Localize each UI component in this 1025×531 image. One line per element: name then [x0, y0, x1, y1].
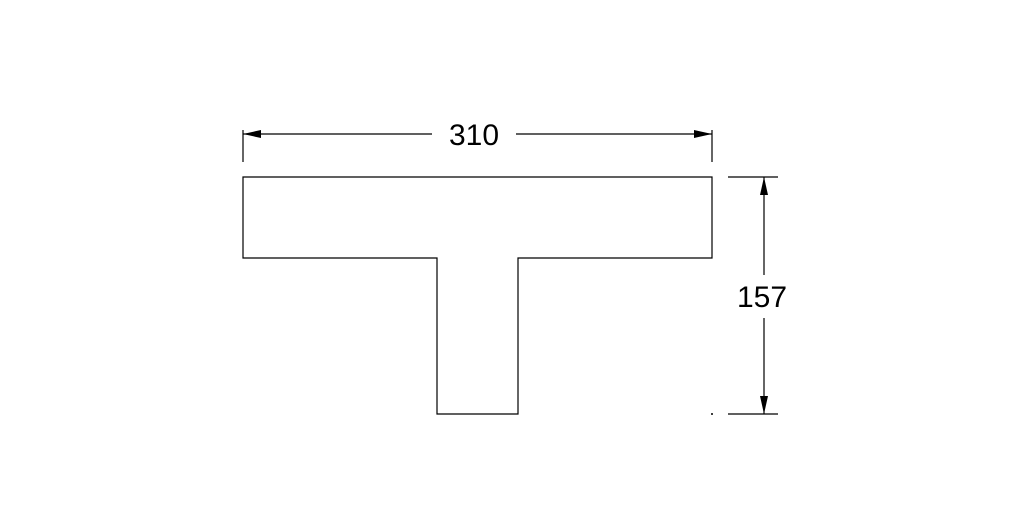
width-arrowhead-right — [694, 130, 712, 138]
width-dimension: 310 — [242, 119, 713, 162]
height-dimension: 157 — [728, 176, 787, 415]
t-profile-outline — [242, 176, 713, 415]
stray-point — [711, 413, 713, 415]
width-arrowhead-left — [243, 130, 261, 138]
height-arrowhead-top — [760, 177, 768, 195]
height-arrowhead-bottom — [760, 396, 768, 414]
height-dimension-label: 157 — [737, 281, 787, 314]
width-dimension-label: 310 — [449, 119, 499, 152]
